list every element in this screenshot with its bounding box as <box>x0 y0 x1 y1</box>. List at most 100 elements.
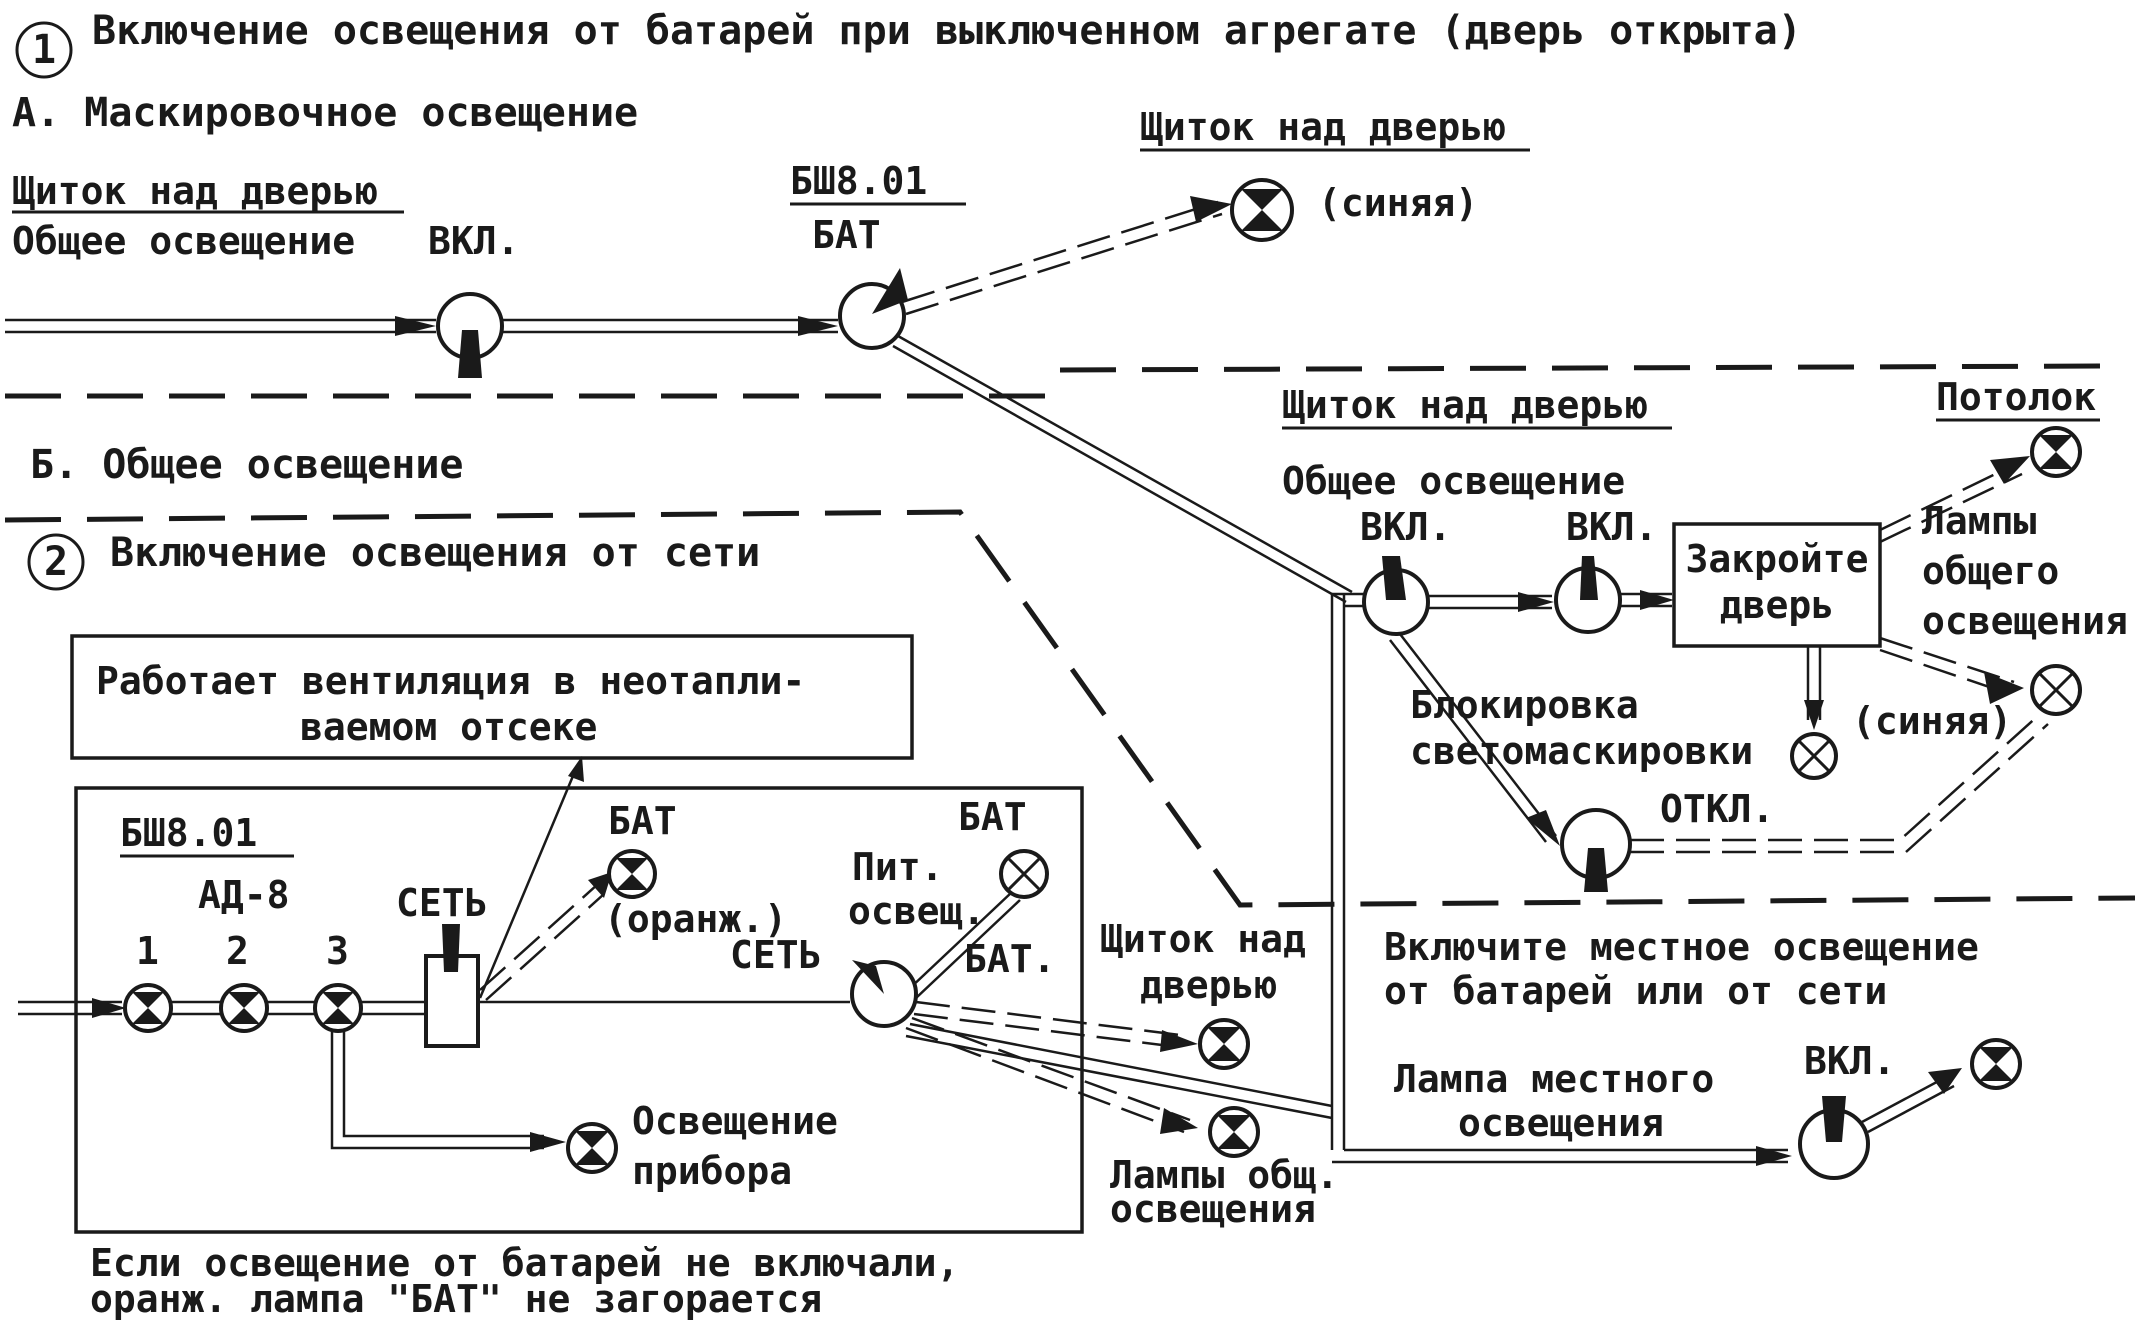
lamp-num-2: 2 <box>226 929 249 973</box>
local-vkl: ВКЛ. <box>1804 1039 1896 1083</box>
blocking-switch-lever <box>1584 848 1608 892</box>
vkl-label-right-1: ВКЛ. <box>1360 505 1452 549</box>
note-line2: оранж. лампа "БАТ" не загорается <box>90 1277 822 1321</box>
lamp-num-1: 1 <box>136 929 159 973</box>
door-panel-label-top: Щиток над дверью <box>1140 105 1506 149</box>
device-line2: прибора <box>632 1149 792 1193</box>
part-a-heading: А. Маскировочное освещение <box>12 90 638 136</box>
otkl-lamp-1 <box>1630 713 2041 842</box>
device-lamp-arrow <box>530 1132 566 1152</box>
set-orange-1 <box>479 883 599 991</box>
pit-vertical-1 <box>909 1022 1333 1108</box>
pit-line1: Пит. <box>852 845 944 889</box>
section1-number-circle <box>15 21 73 79</box>
set-label-2: СЕТЬ <box>730 933 822 977</box>
vkl-label-left: ВКЛ. <box>428 219 520 263</box>
close-door-line1: Закройте <box>1685 537 1868 581</box>
lamps-general2-line1: Лампы общ. <box>1110 1153 1339 1197</box>
local-lamp-line-2 <box>1867 1084 1955 1134</box>
door-panel-label-right: Щиток над дверью <box>1282 383 1648 427</box>
door-switch-right-lever <box>1580 556 1598 600</box>
ceiling-label: Потолок <box>1936 375 2096 419</box>
blue-lamp-right-cross <box>1796 738 1832 774</box>
blocking-line1: Блокировка <box>1410 683 1639 727</box>
local-lamp-arrow <box>1928 1068 1962 1094</box>
lamps-general-line3: освещения <box>1922 599 2128 643</box>
local-switch-lever <box>1822 1096 1846 1142</box>
lamp3-device-1 <box>330 1032 544 1150</box>
feed-arrow-1 <box>395 316 436 336</box>
bsh-label-top: БШ8.01 <box>790 159 927 203</box>
vkl-label-right-2: ВКЛ. <box>1566 505 1658 549</box>
ad8-label: АД-8 <box>198 873 290 917</box>
part-b-heading: Б. Общее освещение <box>30 442 463 488</box>
note-line1: Если освещение от батарей не включали, <box>90 1241 959 1285</box>
sw1-sw2-arrow <box>1518 592 1554 612</box>
general-light-label-right: Общее освещение <box>1282 459 1625 503</box>
bat-label-x: БАТ <box>958 795 1027 839</box>
bat-to-right-2 <box>892 344 1347 604</box>
blue-lamp-arrow <box>1190 196 1232 222</box>
local-feed-arrow <box>1756 1146 1792 1166</box>
lamps-general-line2: общего <box>1922 549 2059 593</box>
section2-number-circle <box>27 533 85 591</box>
bat-orange-label: БАТ <box>608 799 677 843</box>
ceiling-lamp-fill <box>2039 435 2073 469</box>
section1-number: 1 <box>32 27 56 73</box>
s2-feed-arrow <box>92 998 126 1018</box>
lamp-x-right-cross <box>2037 671 2075 709</box>
box-ceiling-1 <box>1879 462 2017 532</box>
local-line2: от батарей или от сети <box>1384 969 1887 1013</box>
bsh-label-bottom: БШ8.01 <box>120 811 257 855</box>
pit-bat-1 <box>907 891 1013 991</box>
set-label: СЕТЬ <box>396 881 488 925</box>
door-panel2-line1: Щиток над <box>1100 917 1306 961</box>
box-lamp-x-1 <box>1879 636 2015 684</box>
otkl-lamp-2 <box>1630 723 2049 854</box>
orange-lamp-arrow <box>588 872 612 898</box>
bat-label-top: БАТ <box>812 213 881 257</box>
section2-number: 2 <box>44 539 68 585</box>
lamp-num-3: 3 <box>326 929 349 973</box>
general-light-label-left: Общее освещение <box>12 219 355 263</box>
orange-lamp-fill <box>616 858 648 890</box>
door-panel2-line2: дверью <box>1140 963 1277 1007</box>
separator-b <box>4 509 2136 908</box>
lamps-general-arrow <box>1160 1108 1198 1134</box>
blocking-line2: светомаскировки <box>1410 729 1753 773</box>
bat-label-3: БАТ. <box>964 937 1056 981</box>
general-light-switch-lever <box>458 330 482 378</box>
device-lamp-fill <box>575 1131 609 1165</box>
otkl-label: ОТКЛ. <box>1660 787 1774 831</box>
door-lamp-arrow <box>1160 1030 1198 1052</box>
lamps-general2-line2: освещения <box>1110 1187 1316 1231</box>
block-switch-arrow <box>1526 810 1560 846</box>
blue-lamp-down-arrow <box>1804 700 1824 730</box>
sw1-block-2 <box>1389 639 1547 843</box>
separator-a-right <box>1059 363 2101 373</box>
pit-lamps-1 <box>911 1016 1191 1122</box>
bsh-container <box>74 786 1084 1234</box>
local-lamp-line-1 <box>1861 1074 1949 1124</box>
bat-x-lamp-cross <box>1006 856 1042 892</box>
door-panel-lamp-fill <box>1207 1027 1241 1061</box>
set-switch-lever <box>442 924 460 972</box>
lamp3-device-2 <box>342 1032 544 1138</box>
ad8-lamp-3-fill <box>322 992 354 1024</box>
dash-to-blue-2 <box>905 212 1223 316</box>
ventilation-line1: Работает вентиляция в неотапли- <box>96 659 805 703</box>
set-orange-2 <box>485 893 605 1001</box>
local-lamp-line2: освещения <box>1458 1101 1664 1145</box>
set-vent-arrow <box>568 756 584 782</box>
blue-label-right: (синяя) <box>1852 699 2012 743</box>
local-lamp-fill <box>1979 1047 2013 1081</box>
local-line1: Включите местное освещение <box>1384 925 1979 969</box>
local-lamp-line1: Лампа местного <box>1394 1057 1714 1101</box>
pit-bat-2 <box>915 899 1021 999</box>
bat-switch-lever <box>872 268 908 314</box>
device-line1: Освещение <box>632 1099 838 1143</box>
orange-label: (оранж.) <box>604 897 787 941</box>
lamp-x-arrow <box>1984 672 2024 704</box>
ventilation-line2: ваемом отсеке <box>300 705 597 749</box>
